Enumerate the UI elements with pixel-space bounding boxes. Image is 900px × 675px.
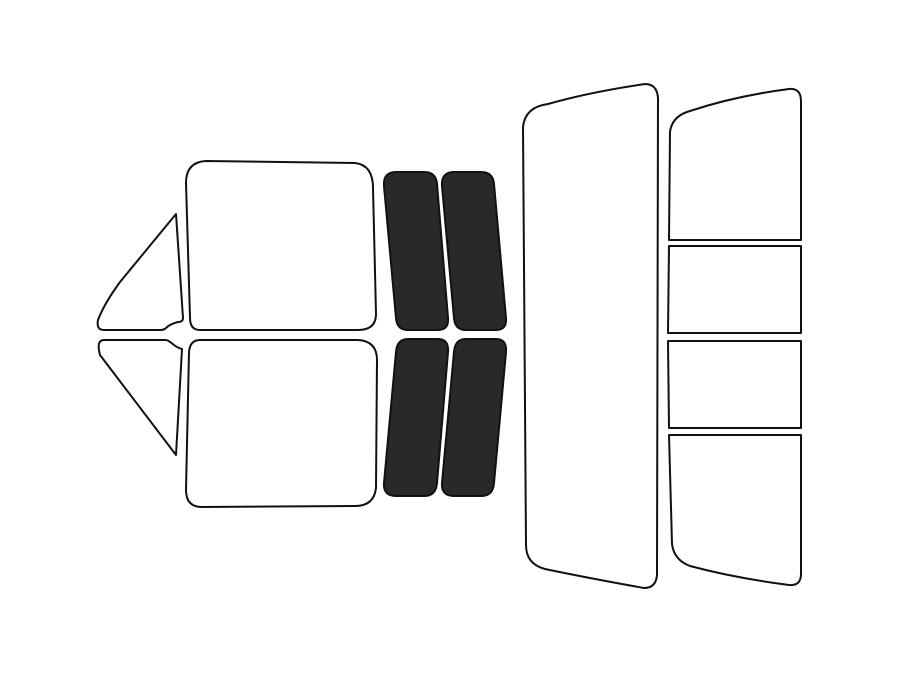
front-door-window-upper — [185, 160, 377, 331]
front-vent-window-upper — [96, 213, 184, 331]
rear-door-window-upper-left — [382, 171, 450, 331]
front-door-window-lower — [185, 339, 378, 508]
rear-door-window-lower-right — [440, 338, 508, 497]
back-window-top — [668, 87, 802, 241]
back-window-lower-middle — [667, 340, 802, 429]
rear-door-window-lower-left — [382, 338, 450, 497]
front-vent-window-lower — [97, 339, 183, 456]
rear-windshield — [522, 83, 659, 589]
back-window-upper-middle — [667, 245, 802, 334]
back-window-bottom — [668, 434, 802, 587]
rear-door-window-upper-right — [440, 171, 508, 331]
